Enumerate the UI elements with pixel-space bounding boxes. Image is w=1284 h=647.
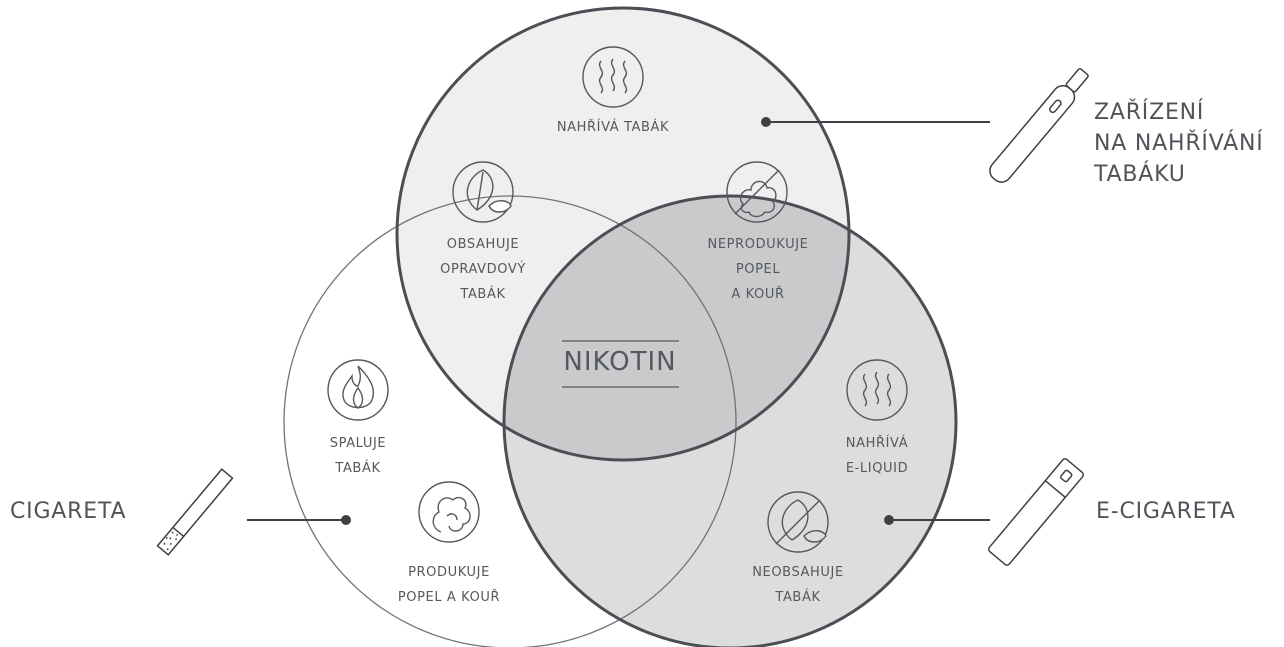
steam-icon	[582, 46, 644, 108]
no-smoke-icon	[726, 161, 788, 223]
heated-tobacco-circle	[395, 6, 851, 462]
device-label-ecig: E-CIGARETA	[1096, 499, 1236, 524]
device-label-cigarette: CIGARETA	[10, 499, 127, 524]
leaf-icon	[452, 161, 514, 223]
e-cigarette-icon	[987, 458, 1085, 566]
feature-heats-tobacco: NAHŘÍVÁ TABÁK	[556, 120, 670, 135]
cigarette-connector-dot	[341, 515, 351, 525]
feature-heats-liquid: NAHŘÍVÁ E-LIQUID	[845, 436, 909, 476]
center-label: NIKOTIN	[563, 347, 677, 377]
device-label-heated-tobacco: ZAŘÍZENÍ NA NAHŘÍVÁNÍ TABÁKU	[1094, 100, 1264, 187]
flame-icon	[327, 359, 389, 421]
feature-real-tobacco: OBSAHUJE OPRAVDOVÝ TABÁK	[440, 237, 526, 302]
feature-no-tobacco: NEOBSAHUJE TABÁK	[752, 565, 844, 605]
heated-tobacco-device-icon	[989, 68, 1089, 183]
cigarette-icon	[156, 468, 234, 556]
steam-icon	[846, 359, 908, 421]
feature-no-ash-smoke: NEPRODUKUJE POPEL A KOUŘ	[707, 237, 809, 302]
ecig-connector-dot	[884, 515, 894, 525]
feature-ash-smoke: PRODUKUJE POPEL A KOUŘ	[397, 565, 501, 605]
ecig-circle	[502, 194, 958, 647]
no-leaf-icon	[767, 491, 829, 553]
heated-connector-dot	[761, 117, 771, 127]
smoke-icon	[418, 481, 480, 543]
feature-burns-tobacco: SPALUJE TABÁK	[329, 436, 387, 476]
cigarette-circle	[283, 195, 737, 647]
